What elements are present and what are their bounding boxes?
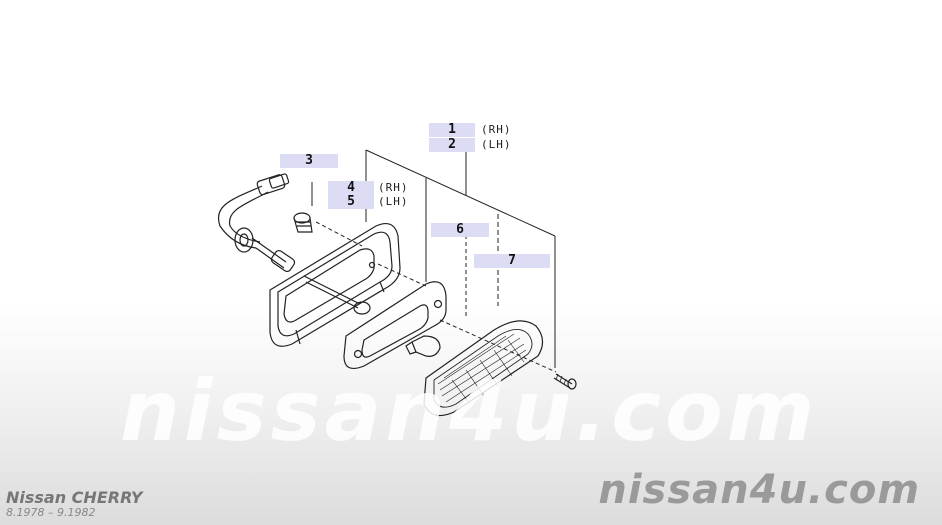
callout-5[interactable]: 5 — [328, 195, 374, 209]
callout-2[interactable]: 2 — [429, 138, 475, 152]
vehicle-model: Nissan CHERRY — [6, 488, 143, 507]
callout-7[interactable]: 7 — [474, 254, 550, 268]
callout-1[interactable]: 1 — [429, 123, 475, 137]
lamp-housing — [269, 223, 401, 347]
callout-6[interactable]: 6 — [431, 223, 489, 237]
bulb-socket — [293, 212, 313, 233]
site-logo: nissan4u.com — [598, 467, 920, 513]
wire-harness — [217, 173, 296, 273]
wedge-bulb — [405, 335, 441, 357]
mounting-screw — [553, 373, 577, 390]
lamp-lens — [423, 320, 544, 417]
production-range: 8.1978 – 9.1982 — [6, 506, 96, 519]
callout-1-side: (RH) — [481, 123, 512, 136]
leader-lines — [311, 149, 557, 373]
callout-4-side: (RH) — [378, 181, 409, 194]
watermark: nissan4u.com — [120, 362, 819, 460]
lamp-gasket — [343, 281, 447, 369]
callout-4[interactable]: 4 — [328, 181, 374, 195]
callout-5-side: (LH) — [378, 195, 409, 208]
bulb — [303, 275, 371, 315]
callout-3[interactable]: 3 — [280, 154, 338, 168]
callout-2-side: (LH) — [481, 138, 512, 151]
